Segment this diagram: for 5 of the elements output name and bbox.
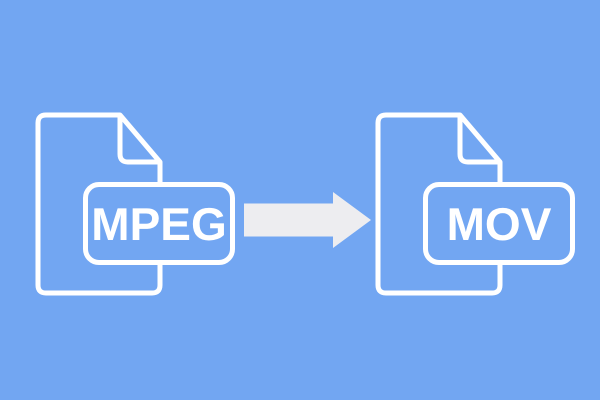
file-document [35, 112, 235, 296]
file-document [375, 112, 575, 296]
format-label: MPEG [83, 182, 235, 265]
format-label: MOV [423, 182, 575, 265]
arrow [244, 192, 371, 248]
